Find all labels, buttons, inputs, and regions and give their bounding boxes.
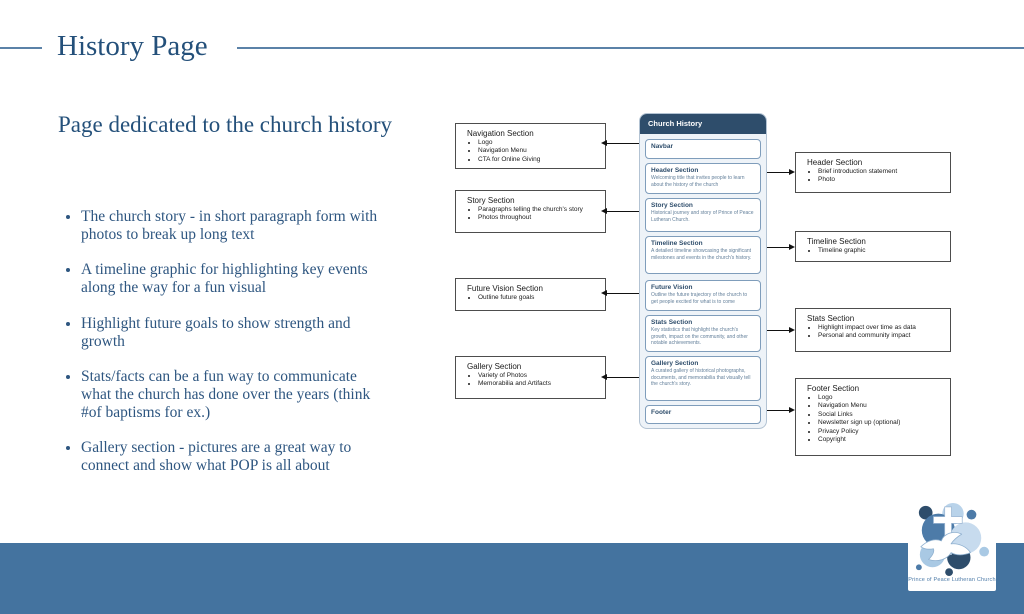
- box-title: Story Section: [467, 196, 515, 205]
- church-logo: Prince of Peace Lutheran Church: [908, 500, 996, 591]
- diagram-box-navigation-section: Navigation Section Logo Navigation Menu …: [455, 123, 606, 169]
- box-bullets: Timeline graphic: [807, 247, 944, 255]
- box-bullet: Navigation Menu: [478, 147, 599, 155]
- box-title: Footer Section: [807, 384, 860, 393]
- diagram-box-header-section: Header Section Brief introduction statem…: [795, 152, 951, 193]
- center-item-story-section: Story Section Historical journey and sto…: [645, 198, 761, 232]
- footer-bar: [0, 543, 1024, 614]
- center-item-title: Stats Section: [651, 319, 693, 326]
- box-bullets: Paragraphs telling the church's story Ph…: [467, 206, 599, 223]
- box-bullets: Highlight impact over time as data Perso…: [807, 324, 944, 341]
- center-item-timeline-section: Timeline Section A detailed timeline sho…: [645, 236, 761, 274]
- title-rule-left: [0, 47, 42, 49]
- diagram-box-timeline-section: Timeline Section Timeline graphic: [795, 231, 951, 262]
- center-column-header: Church History: [640, 114, 766, 134]
- church-logo-icon: [915, 502, 990, 577]
- center-item-gallery-section: Gallery Section A curated gallery of his…: [645, 356, 761, 401]
- box-bullet: Memorabilia and Artifacts: [478, 380, 599, 388]
- box-bullet: Photo: [818, 176, 944, 184]
- center-item-navbar: Navbar: [645, 139, 761, 159]
- center-item-stats-section: Stats Section Key statistics that highli…: [645, 315, 761, 352]
- center-item-footer: Footer: [645, 405, 761, 424]
- note-item: The church story - in short paragraph fo…: [81, 208, 382, 244]
- box-bullet: Newsletter sign up (optional): [818, 419, 944, 427]
- box-bullet: Personal and community impact: [818, 332, 944, 340]
- note-item: Gallery section - pictures are a great w…: [81, 439, 382, 475]
- cross-icon: [933, 506, 963, 555]
- center-item-title: Footer: [651, 409, 672, 416]
- page-title: History Page: [57, 30, 208, 62]
- center-item-desc: Key statistics that highlight the church…: [651, 327, 748, 346]
- box-bullets: Variety of Photos Memorabilia and Artifa…: [467, 372, 599, 389]
- center-item-title: Header Section: [651, 167, 699, 174]
- box-bullet: Copyright: [818, 436, 944, 444]
- notes-heading: Page dedicated to the church history: [58, 112, 393, 137]
- diagram-box-future-vision-section: Future Vision Section Outline future goa…: [455, 278, 606, 311]
- box-bullets: Outline future goals: [467, 294, 599, 302]
- box-title: Future Vision Section: [467, 284, 543, 293]
- diagram-box-story-section: Story Section Paragraphs telling the chu…: [455, 190, 606, 233]
- box-bullets: Logo Navigation Menu Social Links Newsle…: [807, 394, 944, 445]
- center-item-title: Gallery Section: [651, 360, 699, 367]
- box-bullet: Highlight impact over time as data: [818, 324, 944, 332]
- center-item-desc: A curated gallery of historical photogra…: [651, 368, 751, 387]
- notes-list: The church story - in short paragraph fo…: [64, 208, 382, 492]
- arrow-left-future-vision: [601, 290, 639, 296]
- arrow-left-gallery: [601, 374, 639, 380]
- arrow-right-header: [767, 169, 795, 175]
- center-item-title: Navbar: [651, 143, 674, 150]
- box-title: Gallery Section: [467, 362, 522, 371]
- logo-caption: Prince of Peace Lutheran Church: [908, 577, 996, 583]
- arrow-right-timeline: [767, 244, 795, 250]
- box-bullet: Variety of Photos: [478, 372, 599, 380]
- dove-icon: [920, 532, 971, 561]
- box-bullet: CTA for Online Giving: [478, 156, 599, 164]
- arrow-right-stats: [767, 327, 795, 333]
- box-bullet: Outline future goals: [478, 294, 599, 302]
- box-bullet: Logo: [478, 139, 599, 147]
- center-item-desc: A detailed timeline showcasing the signi…: [651, 248, 752, 261]
- center-items: Navbar Header Section Welcoming title th…: [640, 134, 766, 429]
- diagram-box-footer-section: Footer Section Logo Navigation Menu Soci…: [795, 378, 951, 456]
- center-item-desc: Welcoming title that invites people to l…: [651, 175, 745, 188]
- title-rule-right: [237, 47, 1024, 49]
- center-item-header-section: Header Section Welcoming title that invi…: [645, 163, 761, 194]
- box-bullet: Logo: [818, 394, 944, 402]
- box-bullets: Logo Navigation Menu CTA for Online Givi…: [467, 139, 599, 164]
- box-bullet: Photos throughout: [478, 214, 599, 222]
- box-title: Header Section: [807, 158, 863, 167]
- box-title: Navigation Section: [467, 129, 534, 138]
- arrow-right-footer: [767, 407, 795, 413]
- diagram-box-stats-section: Stats Section Highlight impact over time…: [795, 308, 951, 352]
- box-bullet: Paragraphs telling the church's story: [478, 206, 599, 214]
- diagram-box-gallery-section: Gallery Section Variety of Photos Memora…: [455, 356, 606, 399]
- arrow-left-navbar: [601, 140, 639, 146]
- note-item: Highlight future goals to show strength …: [81, 315, 382, 351]
- center-item-desc: Outline the future trajectory of the chu…: [651, 292, 748, 305]
- box-title: Stats Section: [807, 314, 855, 323]
- box-bullet: Privacy Policy: [818, 428, 944, 436]
- center-item-title: Future Vision: [651, 284, 693, 291]
- box-bullets: Brief introduction statement Photo: [807, 168, 944, 185]
- box-bullet: Brief introduction statement: [818, 168, 944, 176]
- box-bullet: Navigation Menu: [818, 402, 944, 410]
- box-bullet: Social Links: [818, 411, 944, 419]
- arrow-left-story: [601, 208, 639, 214]
- center-item-future-vision: Future Vision Outline the future traject…: [645, 280, 761, 311]
- note-item: A timeline graphic for highlighting key …: [81, 261, 382, 297]
- note-item: Stats/facts can be a fun way to communic…: [81, 368, 382, 422]
- box-bullet: Timeline graphic: [818, 247, 944, 255]
- sitemap-center-column: Church History Navbar Header Section Wel…: [639, 113, 767, 429]
- center-item-title: Timeline Section: [651, 240, 703, 247]
- box-title: Timeline Section: [807, 237, 866, 246]
- center-item-title: Story Section: [651, 202, 693, 209]
- center-item-desc: Historical journey and story of Prince o…: [651, 210, 754, 223]
